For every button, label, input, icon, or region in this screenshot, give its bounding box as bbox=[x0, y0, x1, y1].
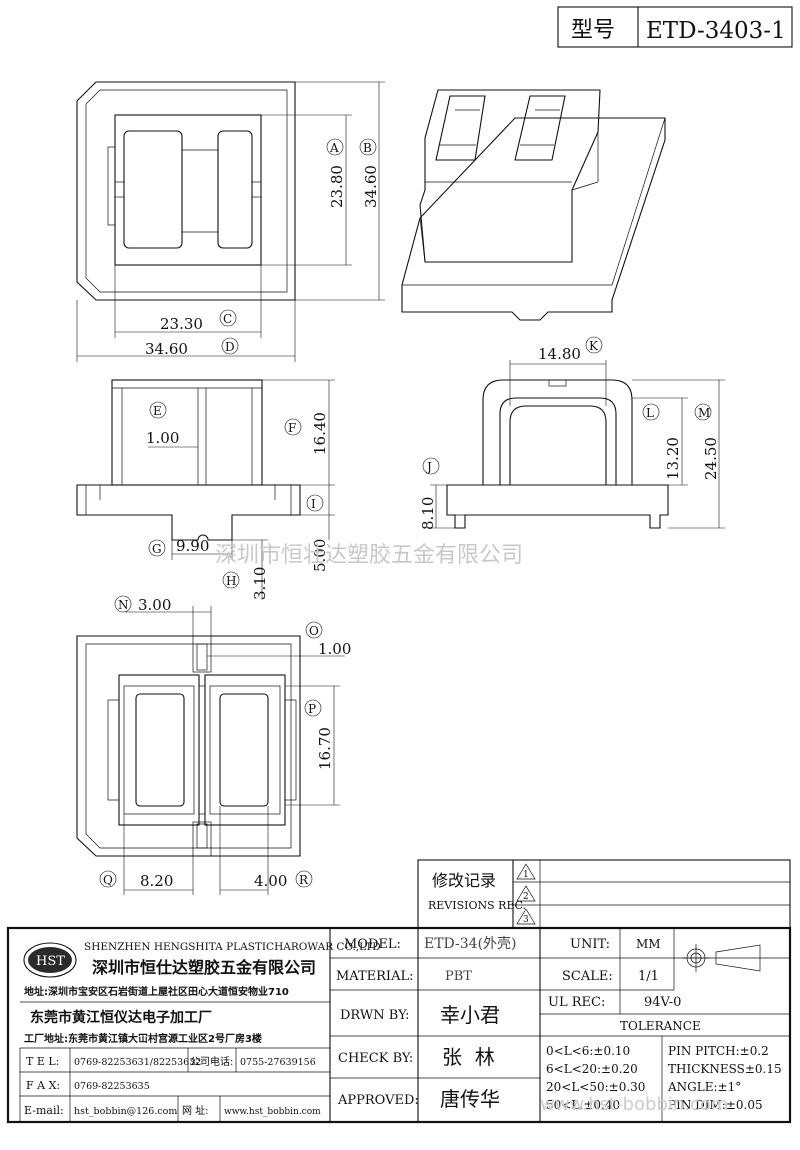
email-label: E-mail: bbox=[24, 1104, 64, 1117]
material-value: PBT bbox=[445, 969, 472, 984]
company-address: 地址:深圳市宝安区石岩街道上屋社区田心大道恒安物业710 bbox=[24, 985, 289, 998]
model-title-label: 型号 bbox=[571, 18, 615, 43]
company-phone-value: 0755-27639156 bbox=[240, 1057, 316, 1068]
dim-g-value: 9.90 bbox=[176, 537, 209, 555]
revision-row-2: 2 bbox=[523, 892, 529, 902]
title-block: HST SHENZHEN HENGSHITA PLASTICHAROWAR CO… bbox=[6, 926, 792, 1124]
approved-label: APPROVED: bbox=[337, 1093, 419, 1108]
factory-name: 东莞市黄江恒仪达电子加工厂 bbox=[30, 1009, 212, 1026]
dim-m-value: 24.50 bbox=[702, 437, 720, 480]
ul-rec-label: UL REC: bbox=[548, 995, 605, 1010]
email-value: hst_bobbin@126.com bbox=[74, 1106, 177, 1117]
company-logo: HST bbox=[36, 954, 65, 969]
company-name-en: SHENZHEN HENGSHITA PLASTICHAROWAR CO.,LT… bbox=[84, 941, 381, 953]
check-by-value: 张 林 bbox=[442, 1045, 495, 1069]
marker-c: C bbox=[223, 312, 232, 326]
marker-l: L bbox=[646, 406, 654, 420]
tolerance-right-1: PIN PITCH:±0.2 bbox=[668, 1044, 769, 1058]
model-label: MODEL: bbox=[344, 937, 401, 952]
web-value: www.hst_bobbin.com bbox=[224, 1107, 321, 1117]
dim-n-value: 3.00 bbox=[138, 596, 171, 614]
marker-j: J bbox=[425, 460, 432, 474]
model-value: ETD-34(外壳) bbox=[424, 935, 517, 952]
dim-f-value: 16.40 bbox=[311, 412, 329, 455]
isometric-view bbox=[401, 89, 666, 321]
web-label: 网 址: bbox=[182, 1104, 209, 1117]
marker-m: M bbox=[698, 406, 710, 420]
bottom-view-dims: N 3.00 O 1.00 16.70 P 8.20 Q 4.00 R bbox=[99, 595, 351, 895]
marker-e: E bbox=[153, 404, 162, 418]
check-by-label: CHECK BY: bbox=[338, 1051, 413, 1066]
drawn-by-label: DRWN BY: bbox=[340, 1008, 409, 1023]
revisions-title-zh: 修改记录 bbox=[432, 871, 496, 890]
marker-h: H bbox=[226, 574, 236, 588]
unit-label: UNIT: bbox=[570, 937, 610, 952]
tel-value: 0769-82253631/82253632 bbox=[74, 1057, 201, 1068]
marker-f: F bbox=[288, 421, 296, 435]
dim-c-value: 23.30 bbox=[160, 315, 203, 333]
model-title-box: 型号 ETD-3403-1 bbox=[557, 6, 793, 48]
fax-value: 0769-82253635 bbox=[74, 1081, 150, 1092]
scale-value: 1/1 bbox=[638, 969, 659, 984]
marker-q: Q bbox=[103, 873, 113, 887]
model-title-code: ETD-3403-1 bbox=[646, 18, 786, 44]
company-phone-label: 公司电话: bbox=[190, 1055, 233, 1068]
watermark-text: 深圳市恒壮达塑胶五金有限公司 bbox=[215, 543, 523, 568]
dim-a-value: 23.80 bbox=[328, 165, 346, 208]
marker-n: N bbox=[118, 598, 129, 612]
marker-p: P bbox=[308, 702, 316, 716]
dim-h-value: 3.10 bbox=[251, 567, 269, 600]
approved-value: 唐传华 bbox=[440, 1087, 500, 1111]
material-label: MATERIAL: bbox=[336, 969, 413, 984]
marker-g: G bbox=[152, 542, 162, 556]
dim-i-value: 5.00 bbox=[311, 539, 329, 572]
bottom-view bbox=[76, 635, 301, 857]
dim-p-value: 16.70 bbox=[316, 727, 334, 770]
dim-e-value: 1.00 bbox=[146, 429, 179, 447]
tolerance-right-4: PIN DIM:±0.05 bbox=[668, 1098, 763, 1112]
marker-i: I bbox=[311, 497, 316, 511]
tolerance-title: TOLERANCE bbox=[620, 1019, 701, 1033]
top-view-dims: 23.80 34.60 A B 23.30 34.60 C D bbox=[76, 81, 385, 362]
marker-k: K bbox=[589, 339, 599, 353]
side-view-dims: 14.80 K 13.20 L 24.50 M 8.10 J bbox=[419, 336, 725, 530]
dim-q-value: 8.20 bbox=[140, 872, 173, 890]
tolerance-row-4: 50<L:±0.40 bbox=[546, 1098, 620, 1112]
fax-label: F A X: bbox=[26, 1079, 60, 1092]
revision-row-3: 3 bbox=[523, 915, 529, 925]
front-view-dims: 16.40 F E 1.00 I 5.00 G 9.90 H 3.10 bbox=[146, 379, 335, 600]
scale-label: SCALE: bbox=[562, 969, 613, 984]
front-view bbox=[76, 379, 301, 541]
tolerance-right-2: THICKNESS±0.15 bbox=[668, 1062, 782, 1076]
marker-d: D bbox=[225, 340, 235, 354]
ul-rec-value: 94V-0 bbox=[644, 995, 681, 1010]
dim-b-value: 34.60 bbox=[362, 165, 380, 208]
tolerance-row-1: 0<L<6:±0.10 bbox=[546, 1044, 630, 1058]
watermark-url: www.hst-bobbin.com bbox=[540, 1094, 728, 1115]
revisions-table: 修改记录 REVISIONS REC. 1 2 3 bbox=[417, 859, 791, 929]
dim-k-value: 14.80 bbox=[538, 345, 581, 363]
marker-a: A bbox=[329, 141, 339, 155]
tolerance-right-3: ANGLE:±1° bbox=[667, 1080, 741, 1094]
factory-address: 工厂地址:东莞市黄江镇大冚村宫源工业区2号厂房3楼 bbox=[24, 1032, 262, 1045]
marker-b: B bbox=[363, 141, 372, 155]
dim-d-value: 34.60 bbox=[145, 340, 188, 358]
dim-j-value: 8.10 bbox=[419, 497, 437, 530]
company-name-zh: 深圳市恒仕达塑胶五金有限公司 bbox=[92, 958, 316, 977]
marker-o: O bbox=[309, 624, 319, 638]
dim-r-value: 4.00 bbox=[254, 872, 287, 890]
tolerance-row-2: 6<L<20:±0.20 bbox=[546, 1062, 638, 1076]
projection-symbol bbox=[682, 944, 761, 972]
tolerance-row-3: 20<L<50:±0.30 bbox=[546, 1080, 645, 1094]
revision-row-1: 1 bbox=[523, 870, 529, 880]
side-view bbox=[446, 379, 669, 529]
dim-l-value: 13.20 bbox=[664, 437, 682, 480]
unit-value: MM bbox=[636, 937, 661, 951]
revisions-title-en: REVISIONS REC. bbox=[428, 899, 526, 912]
marker-r: R bbox=[299, 873, 309, 887]
tel-label: T E L: bbox=[26, 1055, 59, 1068]
dim-o-value: 1.00 bbox=[318, 640, 351, 658]
drawn-by-value: 幸小君 bbox=[440, 1003, 500, 1027]
